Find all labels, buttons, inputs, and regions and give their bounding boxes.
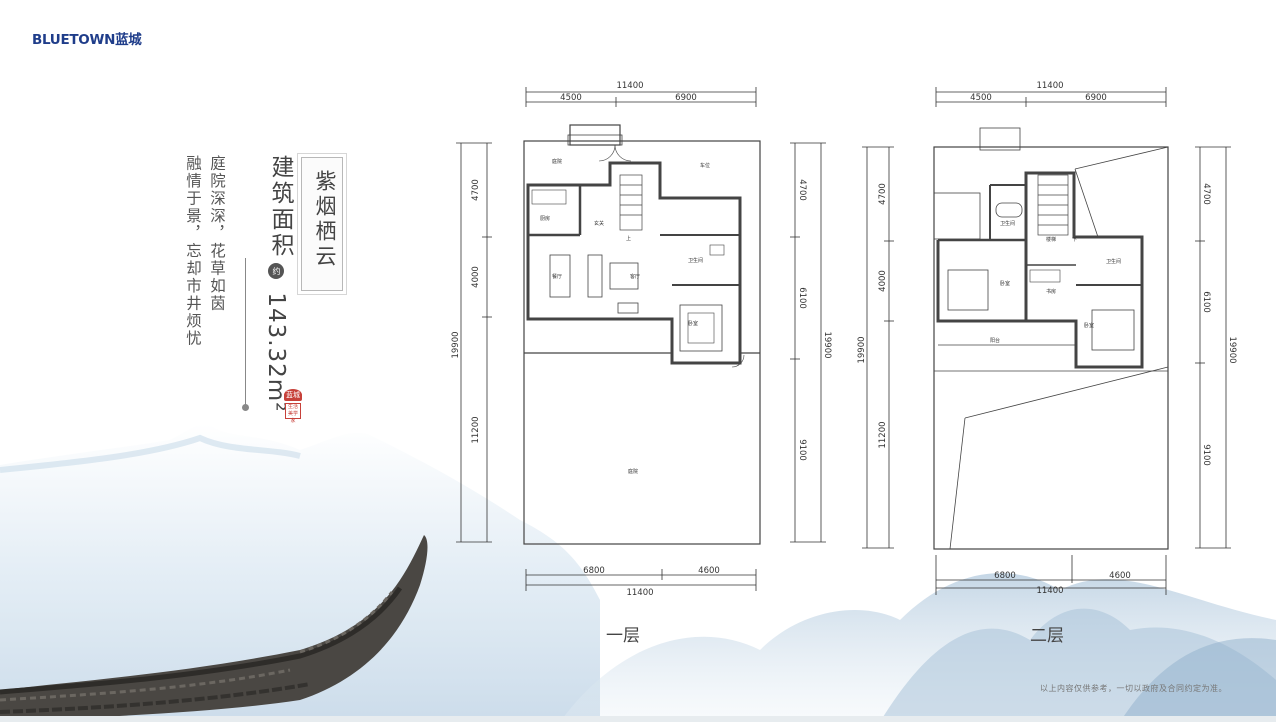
f2-dim-bottom-a: 6800 [994,571,1016,581]
divider-line [245,258,246,408]
f1-stair-up: 上 [626,235,631,242]
f2-dim-top-b: 6900 [1085,93,1107,103]
f1-dim-bottom-b: 4600 [698,566,720,576]
seal-bottom: 生活美学家 [285,403,301,424]
f2-room-bed-1: 卧室 [1000,280,1010,287]
scroll-title: 紫烟栖云 [313,170,337,270]
f1-dim-top-b: 6900 [675,93,697,103]
f1-dim-left-b: 4000 [471,266,481,288]
f2-dim-right-total: 19900 [1227,336,1237,363]
f1-dim-left-total: 19900 [451,331,461,358]
brand-logo: BLUETOWN蓝城 [32,32,142,48]
f2-dim-left-a: 4700 [878,183,888,205]
f2-dim-bottom-b: 4600 [1109,571,1131,581]
f1-dim-right-b: 6100 [797,287,807,309]
f1-room-parking: 车位 [700,162,710,169]
area-approx-badge: 约 [268,263,284,279]
floor-2-plan: 11400 4500 6900 6800 4600 11400 19900 47… [857,81,1237,596]
seal-stamp: 蓝城 生活美学家 [284,389,302,424]
f1-room-garden-south: 庭院 [628,468,638,475]
f1-dim-right-a: 4700 [797,179,807,201]
f2-dim-left-b: 4000 [878,270,888,292]
f2-dim-bottom-total: 11400 [1036,586,1063,596]
f1-room-living: 客厅 [630,273,640,280]
f1-room-garden-north: 庭院 [552,158,562,165]
floor-1-label: 一层 [606,626,640,646]
f2-room-stair: 楼梯 [1046,236,1056,243]
f1-dim-bottom-total: 11400 [626,588,653,598]
divider-dot [242,404,249,411]
floor-2-label: 二层 [1030,626,1064,646]
f2-room-study: 书房 [1046,288,1056,295]
f2-stair-down: 下 [1072,237,1077,243]
f1-dim-bottom-a: 6800 [583,566,605,576]
f1-dim-left-a: 4700 [471,179,481,201]
f2-dim-top-total: 11400 [1036,81,1063,91]
f2-dim-top-a: 4500 [970,93,992,103]
f1-dim-top-total: 11400 [616,81,643,91]
f2-room-bath-1: 卫生间 [1000,220,1015,227]
f1-room-bath: 卫生间 [688,257,703,264]
seal-top: 蓝城 [284,389,302,401]
disclaimer-footnote: 以上内容仅供参考，一切以政府及合同约定为准。 [1040,684,1227,693]
f1-room-dining: 餐厅 [552,273,562,280]
f2-room-bath-2: 卫生间 [1106,258,1121,265]
area-label: 建筑面积 [267,155,293,259]
project-title-scroll: 紫烟栖云 [301,157,343,291]
f1-dim-right-total: 19900 [822,331,832,358]
f1-room-kitchen: 厨房 [540,215,550,222]
f2-dim-right-a: 4700 [1201,183,1211,205]
f2-dim-left-total: 19900 [857,336,867,363]
f2-dim-right-c: 9100 [1201,444,1211,466]
area-value-wrap: 约 143.32m² [263,258,289,412]
f2-room-balcony: 阳台 [990,337,1000,344]
f2-dim-left-c: 11200 [878,421,888,448]
f1-dim-left-c: 11200 [471,416,481,443]
f1-room-bedroom: 卧室 [688,320,698,327]
f1-room-entry: 玄关 [594,220,604,227]
poem: 庭院深深，花草如茵 融情于景，忘却市井烦忧 [181,155,229,355]
floor-1-plan: 11400 4500 6900 6800 4600 11400 19900 47… [451,81,832,598]
poem-line-2: 融情于景，忘却市井烦忧 [184,155,202,348]
poem-line-1: 庭院深深，花草如茵 [208,155,226,313]
f2-room-bed-2: 卧室 [1084,322,1094,329]
f2-dim-right-b: 6100 [1201,291,1211,313]
f1-dim-top-a: 4500 [560,93,582,103]
f1-dim-right-c: 9100 [797,439,807,461]
